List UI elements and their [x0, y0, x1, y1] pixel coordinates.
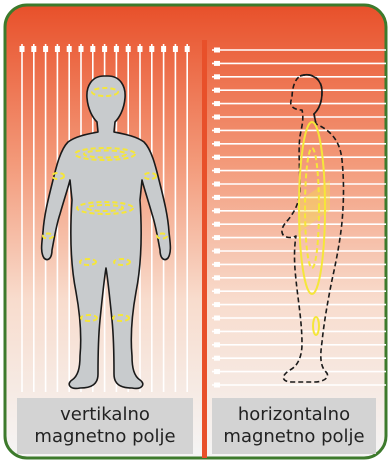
vertical-field-arrow: [67, 46, 72, 52]
horizontal-field-arrow: [214, 141, 220, 146]
horizontal-field-arrow: [214, 222, 220, 227]
horizontal-field-arrow: [214, 168, 220, 173]
caption-left-line2: magnetno polje: [34, 426, 175, 448]
vertical-field-arrow: [55, 46, 60, 52]
vertical-field-arrow: [161, 46, 166, 52]
horizontal-field-arrow: [214, 383, 220, 388]
vertical-field-arrow: [79, 46, 84, 52]
vertical-field-arrow: [138, 46, 143, 52]
horizontal-field-arrow: [214, 275, 220, 280]
caption-right-line1: horizontalno: [238, 404, 350, 426]
vertical-field-arrow: [43, 46, 48, 52]
vertical-field-arrow: [149, 46, 154, 52]
vertical-field-arrow: [31, 46, 36, 52]
horizontal-field-arrow: [214, 235, 220, 240]
horizontal-field-arrow: [214, 356, 220, 361]
vertical-field-arrow: [20, 46, 25, 52]
horizontal-field-arrow: [214, 101, 220, 106]
horizontal-field-arrow: [214, 249, 220, 254]
horizontal-field-arrow: [214, 88, 220, 93]
horizontal-field-arrow: [214, 182, 220, 187]
horizontal-field-arrow: [214, 195, 220, 200]
caption-right-line2: magnetno polje: [223, 426, 364, 448]
horizontal-field-arrow: [214, 115, 220, 120]
horizontal-field-arrow: [214, 208, 220, 213]
vertical-field-arrow: [185, 46, 190, 52]
vertical-field-arrow: [114, 46, 119, 52]
caption-left: vertikalno magnetno polje: [17, 398, 193, 454]
horizontal-field-arrow: [214, 61, 220, 66]
horizontal-field-arrow: [214, 369, 220, 374]
horizontal-field-arrow: [214, 262, 220, 267]
caption-right: horizontalno magnetno polje: [212, 398, 376, 454]
vertical-field-arrow: [126, 46, 131, 52]
vertical-field-arrow: [173, 46, 178, 52]
horizontal-field-arrow: [214, 74, 220, 79]
horizontal-field-arrow: [214, 329, 220, 334]
horizontal-field-arrow: [214, 316, 220, 321]
vertical-field-arrow: [102, 46, 107, 52]
horizontal-field-arrow: [214, 128, 220, 133]
caption-left-line1: vertikalno: [60, 404, 150, 426]
horizontal-field-arrow: [214, 289, 220, 294]
horizontal-field-arrow: [214, 48, 220, 53]
horizontal-field-arrow: [214, 302, 220, 307]
background: [5, 5, 386, 458]
panel-divider: [202, 40, 207, 458]
vertical-field-arrow: [90, 46, 95, 52]
horizontal-field-arrow: [214, 155, 220, 160]
horizontal-field-arrow: [214, 342, 220, 347]
